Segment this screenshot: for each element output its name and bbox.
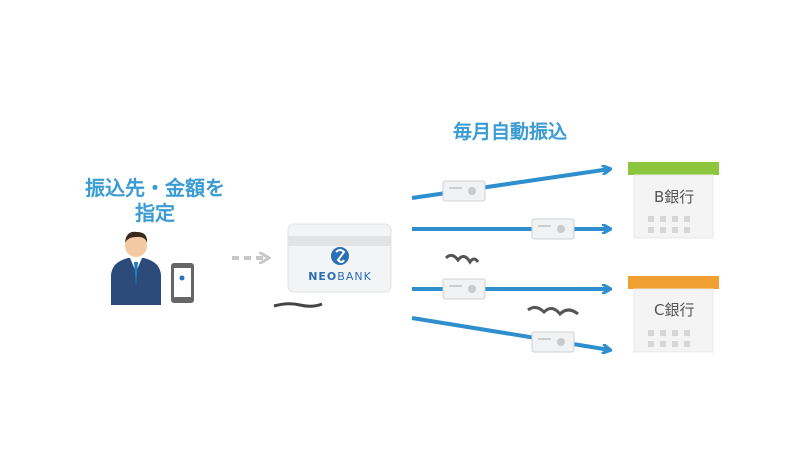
smartphone-icon xyxy=(171,263,194,303)
instruction-line-2: 指定 xyxy=(135,201,175,225)
money-slip-icon xyxy=(442,278,486,300)
instruction-label: 振込先・金額を 指定 xyxy=(40,176,270,226)
bank-card-icon xyxy=(287,223,392,293)
monthly-transfer-label: 毎月自動振込 xyxy=(452,121,567,143)
transfer-arrow xyxy=(411,169,610,200)
bank-b-name: B銀行 xyxy=(654,188,695,206)
money-slip-icon xyxy=(531,331,575,353)
card-brand-bold: NEO xyxy=(308,270,338,283)
transfer-arrow xyxy=(411,316,610,350)
bank-building-icon xyxy=(628,276,719,353)
instruction-line-1: 振込先・金額を xyxy=(85,176,225,200)
bank-c-name: C銀行 xyxy=(654,301,695,319)
money-slip-icon xyxy=(531,218,575,240)
card-brand-rest: BANK xyxy=(337,270,372,283)
signature-mark xyxy=(273,302,323,308)
bank-building-icon xyxy=(628,162,719,239)
money-slip-icon xyxy=(442,180,486,202)
card-brand: NEOBANK xyxy=(300,270,380,283)
blurred-mark xyxy=(444,253,480,265)
person-icon xyxy=(111,231,161,305)
blurred-mark xyxy=(527,305,579,317)
